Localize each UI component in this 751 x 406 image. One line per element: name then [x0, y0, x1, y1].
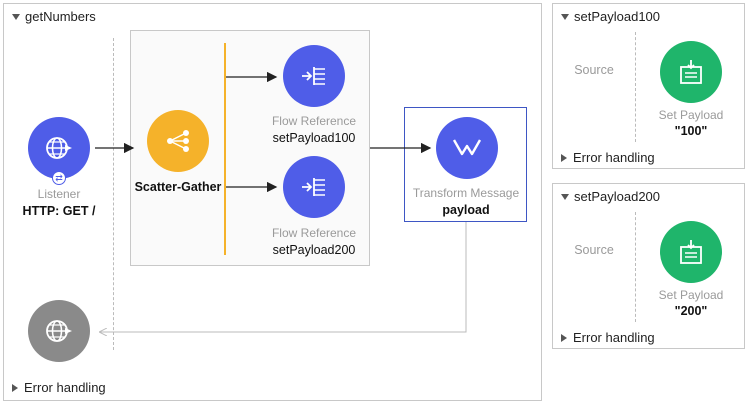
- subflow-1-processor-value: "100": [674, 124, 708, 138]
- subflow-2-error-handling-toggle[interactable]: Error handling: [561, 330, 655, 345]
- listener-type-label: Listener: [37, 187, 81, 201]
- globe-icon: [46, 320, 72, 342]
- flow-reference-1-name: setPayload100: [272, 131, 356, 145]
- source-badge-icon: ⇄: [52, 171, 66, 185]
- subflow-1-title[interactable]: setPayload100: [561, 9, 660, 24]
- flow-reference-icon: [302, 67, 325, 85]
- listener-node[interactable]: [28, 117, 90, 179]
- subflow-1-processor-type: Set Payload: [658, 108, 724, 122]
- transform-message-node[interactable]: [436, 117, 498, 179]
- error-handling-label: Error handling: [24, 380, 106, 395]
- flow-reference-1-node[interactable]: [283, 45, 345, 107]
- flow-reference-2-type: Flow Reference: [271, 226, 357, 240]
- flow-panel-setPayload100: setPayload100 Source Set Payload "100" E…: [552, 3, 745, 169]
- scatter-route-line: [224, 43, 226, 255]
- subflow-2-processor-value: "200": [674, 304, 708, 318]
- scatter-gather-node[interactable]: [147, 110, 209, 172]
- subflow-1-error-handling-toggle[interactable]: Error handling: [561, 150, 655, 165]
- transform-message-type: Transform Message: [412, 186, 520, 200]
- flow-reference-1-type: Flow Reference: [271, 114, 357, 128]
- flow-reference-2-node[interactable]: [283, 156, 345, 218]
- collapse-icon[interactable]: [12, 13, 20, 20]
- subflow-2-title-label: setPayload200: [574, 189, 661, 204]
- collapse-icon[interactable]: [561, 193, 569, 200]
- expand-icon[interactable]: [561, 333, 567, 342]
- subflow-2-set-payload-node[interactable]: [660, 221, 722, 283]
- response-node[interactable]: [28, 300, 90, 362]
- subflow-1-set-payload-node[interactable]: [660, 41, 722, 103]
- subflow-2-source-label: Source: [574, 243, 614, 257]
- subflow-1-source-divider: [635, 32, 636, 142]
- subflow-2-error-handling-label: Error handling: [573, 330, 655, 345]
- globe-icon: [46, 137, 72, 159]
- scatter-gather-label: Scatter-Gather: [134, 180, 222, 194]
- response-line: [100, 222, 467, 332]
- transform-icon: [452, 139, 482, 156]
- listener-name-label: HTTP: GET /: [22, 204, 96, 218]
- subflow-2-processor-type: Set Payload: [658, 288, 724, 302]
- transform-message-name: payload: [442, 203, 490, 217]
- flow-panel-setPayload200: setPayload200 Source Set Payload "200" E…: [552, 183, 745, 349]
- flow-reference-icon: [302, 178, 325, 196]
- scatter-gather-icon: [167, 130, 189, 152]
- subflow-2-title[interactable]: setPayload200: [561, 189, 660, 204]
- subflow-1-source-label: Source: [574, 63, 614, 77]
- flow-title[interactable]: getNumbers: [12, 9, 96, 24]
- flow-reference-2-name: setPayload200: [272, 243, 356, 257]
- error-handling-toggle[interactable]: Error handling: [12, 380, 106, 395]
- collapse-icon[interactable]: [561, 13, 569, 20]
- flow-title-label: getNumbers: [25, 9, 96, 24]
- set-payload-icon: [680, 240, 702, 264]
- expand-icon[interactable]: [12, 383, 18, 392]
- source-divider: [113, 38, 114, 350]
- subflow-1-title-label: setPayload100: [574, 9, 661, 24]
- set-payload-icon: [680, 60, 702, 84]
- expand-icon[interactable]: [561, 153, 567, 162]
- subflow-1-error-handling-label: Error handling: [573, 150, 655, 165]
- subflow-2-source-divider: [635, 212, 636, 322]
